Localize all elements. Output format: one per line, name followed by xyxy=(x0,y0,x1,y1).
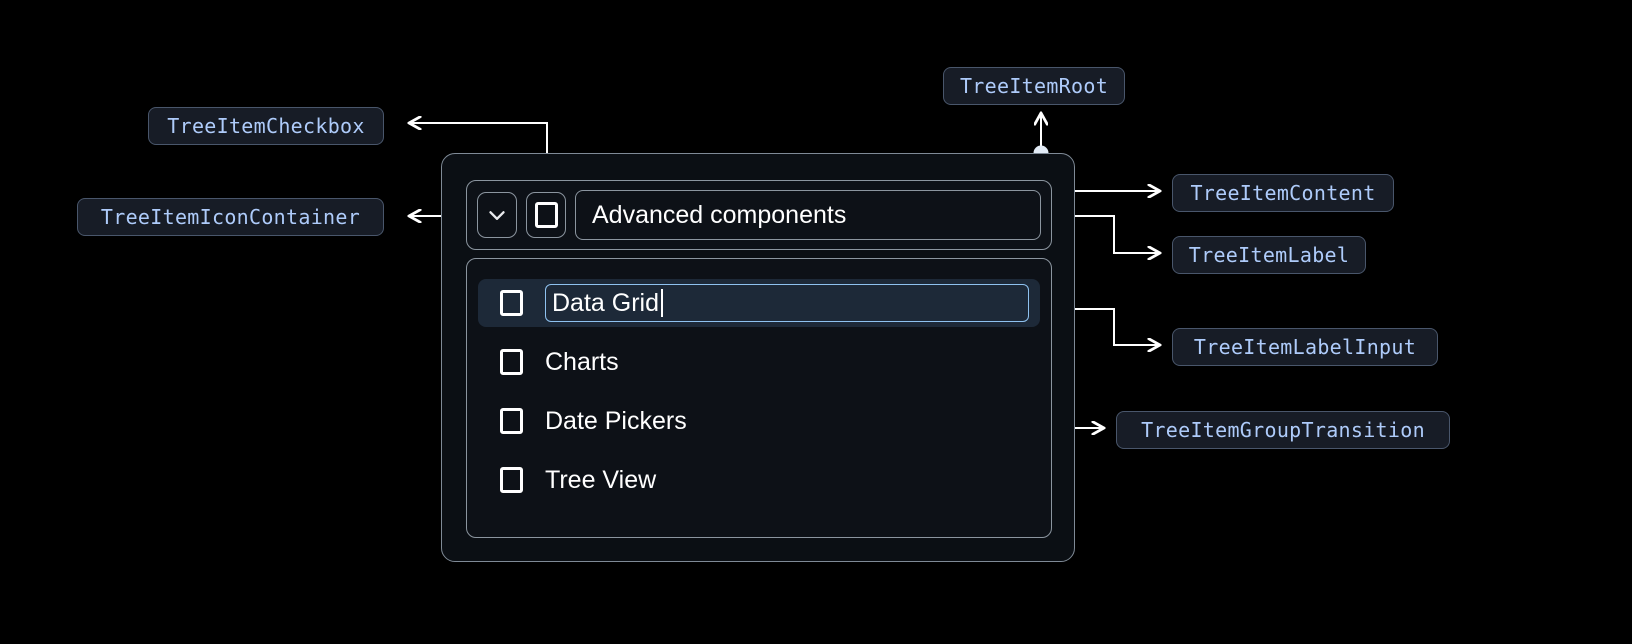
annotation-label: TreeItemGroupTransition xyxy=(1141,418,1425,442)
annotation-label: TreeItemLabel xyxy=(1188,243,1350,267)
checkbox-box-icon xyxy=(534,202,558,228)
annotation-chip-tree-item-icon-container: TreeItemIconContainer xyxy=(77,198,384,236)
annotation-label: TreeItemLabelInput xyxy=(1193,335,1417,359)
annotation-label: TreeItemRoot xyxy=(959,74,1109,98)
tree-item-label: Charts xyxy=(545,347,619,376)
tree-item-label-input-value: Data Grid xyxy=(552,288,659,317)
tree-item-row-data-grid[interactable]: Data Grid xyxy=(478,279,1040,327)
tree-item-row-tree-view[interactable]: Tree View xyxy=(478,456,1040,504)
tree-item-icon-container[interactable] xyxy=(477,192,517,238)
annotation-chip-tree-item-content: TreeItemContent xyxy=(1172,174,1394,212)
tree-item-checkbox[interactable] xyxy=(500,408,523,434)
tree-item-content[interactable]: Advanced components xyxy=(466,180,1052,250)
tree-item-label[interactable]: Advanced components xyxy=(575,190,1041,240)
tree-item-row-charts[interactable]: Charts xyxy=(478,338,1040,386)
tree-item-checkbox[interactable] xyxy=(526,192,566,238)
annotation-chip-tree-item-root: TreeItemRoot xyxy=(943,67,1125,105)
annotation-chip-tree-item-group-transition: TreeItemGroupTransition xyxy=(1116,411,1450,449)
tree-item-label-text: Advanced components xyxy=(592,200,847,229)
tree-item-checkbox[interactable] xyxy=(500,349,523,375)
chevron-down-icon xyxy=(484,202,510,228)
annotation-label: TreeItemContent xyxy=(1190,181,1376,205)
annotation-chip-tree-item-label: TreeItemLabel xyxy=(1172,236,1366,274)
tree-item-group-list: Data Grid Charts Date Pickers Tree View xyxy=(467,279,1051,504)
tree-item-group-transition: Data Grid Charts Date Pickers Tree View xyxy=(466,258,1052,538)
tree-item-label-input[interactable]: Data Grid xyxy=(545,284,1029,322)
tree-item-row-date-pickers[interactable]: Date Pickers xyxy=(478,397,1040,445)
annotation-label: TreeItemCheckbox xyxy=(167,114,365,138)
tree-item-root[interactable]: Advanced components Data Grid Charts Dat… xyxy=(441,153,1075,562)
tree-item-label: Date Pickers xyxy=(545,406,687,435)
text-caret xyxy=(660,289,663,317)
annotation-label: TreeItemIconContainer xyxy=(100,205,361,229)
annotation-chip-tree-item-label-input: TreeItemLabelInput xyxy=(1172,328,1438,366)
tree-item-checkbox[interactable] xyxy=(500,290,523,316)
tree-item-label: Tree View xyxy=(545,465,657,494)
annotation-chip-tree-item-checkbox: TreeItemCheckbox xyxy=(148,107,384,145)
tree-item-checkbox[interactable] xyxy=(500,467,523,493)
